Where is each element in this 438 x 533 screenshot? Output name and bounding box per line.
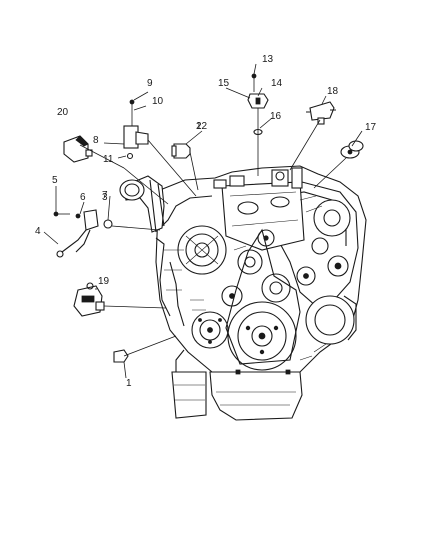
- engine-assembly: [119, 165, 367, 421]
- callout-8: 8: [93, 135, 99, 146]
- callout-3: 3: [102, 192, 108, 203]
- callout-1: 1: [126, 378, 132, 389]
- callout-11: 11: [103, 154, 114, 165]
- sensor-parts: [53, 73, 364, 363]
- callout-4: 4: [35, 226, 41, 237]
- callout-17: 17: [365, 122, 377, 133]
- callout-16: 16: [270, 111, 282, 122]
- callout-10: 10: [152, 96, 164, 107]
- leader-lines: [43, 63, 363, 379]
- callout-2: 2: [196, 121, 202, 132]
- callout-9: 9: [147, 78, 153, 89]
- callout-labels: 1 2 3 4 5 6 7 8 9 10 11 12 13 14 15 16 1…: [35, 54, 377, 389]
- callout-7: 7: [102, 190, 108, 201]
- callout-14: 14: [271, 78, 283, 89]
- callout-5: 5: [52, 175, 58, 186]
- callout-13: 13: [262, 54, 274, 65]
- callout-6: 6: [80, 192, 86, 203]
- callout-15: 15: [218, 78, 230, 89]
- callout-19: 19: [98, 276, 110, 287]
- callout-20: 20: [57, 107, 69, 118]
- callout-18: 18: [327, 86, 339, 97]
- callout-12: 12: [196, 121, 208, 132]
